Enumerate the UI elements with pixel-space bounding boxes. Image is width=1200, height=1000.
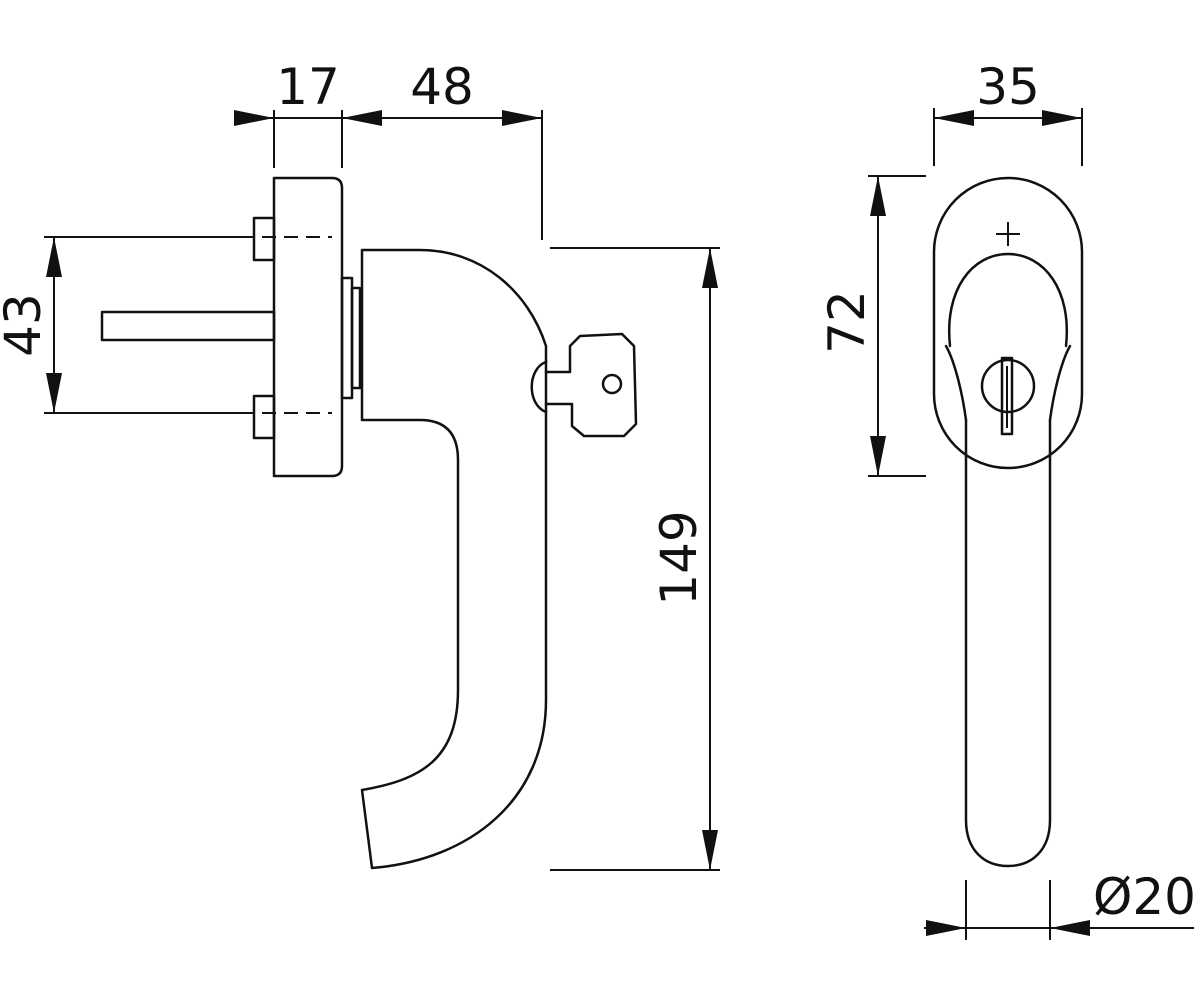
top-screw xyxy=(252,216,276,262)
front-collar-inner xyxy=(944,344,1072,422)
dimension-149-label: 149 xyxy=(650,510,708,605)
front-view: 35 72 Ø20 xyxy=(818,58,1196,940)
front-bottom-dimension xyxy=(924,880,1194,940)
top-dimension xyxy=(234,110,543,240)
rose-plate xyxy=(272,176,344,478)
spacer-collar xyxy=(340,276,362,400)
dimension-43-label: 43 xyxy=(0,293,52,357)
front-handle-collar xyxy=(947,252,1069,348)
dimension-72-label: 72 xyxy=(818,290,876,354)
front-left-dimension xyxy=(868,175,926,477)
dimension-diameter-20-label: Ø20 xyxy=(1093,868,1196,926)
dimension-17-label: 17 xyxy=(276,58,340,116)
side-view: 17 48 43 149 xyxy=(0,58,720,871)
front-handle-lever xyxy=(964,418,1052,868)
key xyxy=(530,332,638,438)
spindle xyxy=(100,310,276,342)
cross-mark-icon xyxy=(996,222,1020,246)
lock-cylinder-icon xyxy=(980,356,1036,436)
right-dimension xyxy=(550,247,720,871)
front-rose xyxy=(932,176,1084,470)
handle-body xyxy=(360,248,548,870)
bottom-screw xyxy=(252,394,276,440)
front-top-dimension xyxy=(933,108,1083,166)
dimension-48-label: 48 xyxy=(410,58,474,116)
left-dimension xyxy=(44,236,240,414)
dimension-35-label: 35 xyxy=(976,58,1040,116)
